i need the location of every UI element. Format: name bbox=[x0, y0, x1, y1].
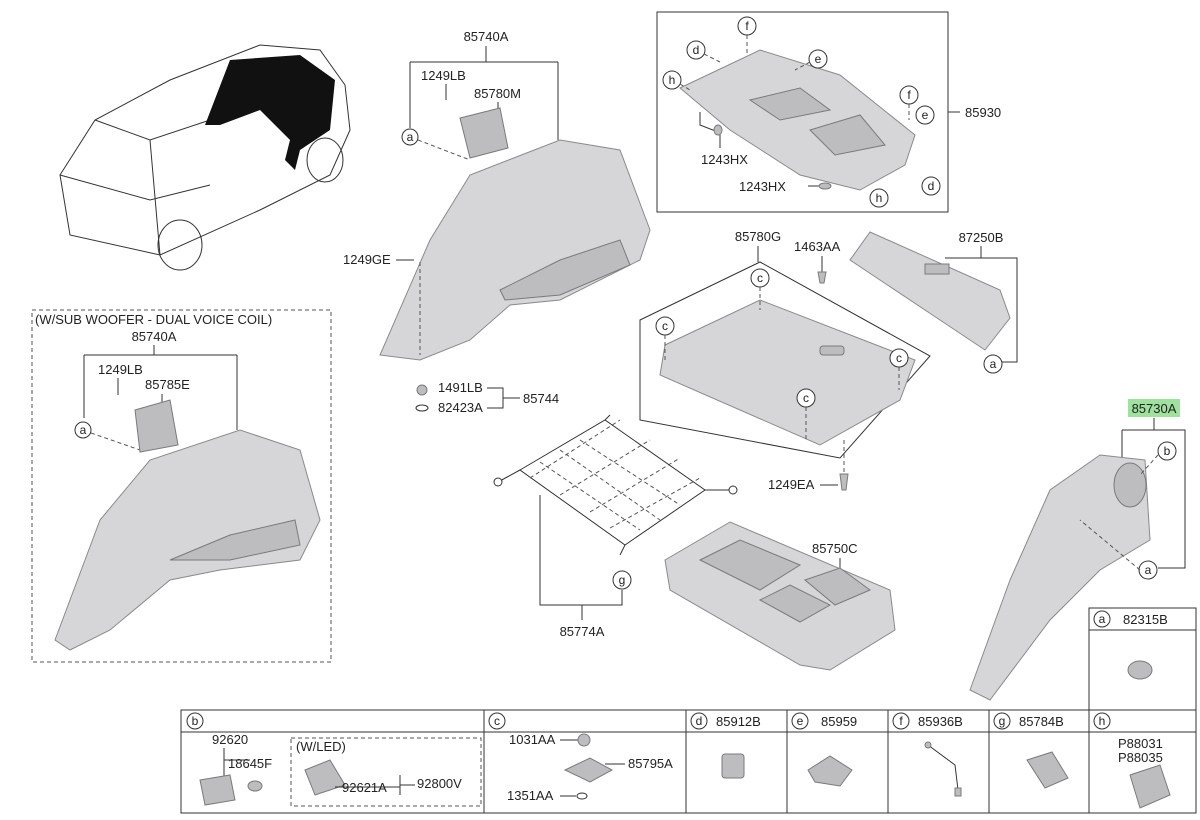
svg-text:h: h bbox=[669, 73, 676, 87]
label-P88035: P88035 bbox=[1118, 750, 1163, 765]
wled-box bbox=[290, 737, 482, 807]
svg-text:g: g bbox=[619, 573, 626, 587]
svg-text:c: c bbox=[803, 391, 809, 405]
svg-text:c: c bbox=[896, 351, 902, 365]
label-85936B: 85936B bbox=[918, 714, 963, 729]
svg-text:e: e bbox=[797, 714, 804, 728]
label-85730A: 85730A bbox=[1132, 401, 1177, 416]
bottom-table: b 92620 18645F (W/LED) 92621A 92800V c 1… bbox=[180, 709, 1197, 814]
label-85750C: 85750C bbox=[812, 541, 858, 556]
assembly-85780G: 85780G c c c c 1249EA bbox=[639, 229, 931, 492]
clip-85795A bbox=[563, 757, 614, 783]
label-85795A: 85795A bbox=[628, 756, 673, 771]
lamp-92620 bbox=[199, 774, 236, 806]
transverse-trim-87250B bbox=[849, 231, 1011, 351]
inset-title: (W/SUB WOOFER - DUAL VOICE COIL) bbox=[35, 312, 272, 327]
svg-text:a: a bbox=[80, 423, 87, 437]
label-1031AA: 1031AA bbox=[509, 732, 556, 747]
assembly-85740A: 85740A 1249LB 85780M a 1249GE 1491LB 824… bbox=[343, 29, 651, 415]
label-1463AA: 1463AA bbox=[794, 239, 841, 254]
label-92800V: 92800V bbox=[417, 776, 462, 791]
cap-85912B bbox=[721, 753, 745, 779]
label-85784B: 85784B bbox=[1019, 714, 1064, 729]
cover-P88031 bbox=[1129, 764, 1171, 809]
svg-text:f: f bbox=[899, 714, 903, 728]
subwoofer-inset: (W/SUB WOOFER - DUAL VOICE COIL) 85740A … bbox=[31, 309, 332, 663]
assembly-85930: 85930 f d e h f e d h 1243HX 1243HX bbox=[656, 11, 1001, 213]
label-1351AA: 1351AA bbox=[507, 788, 554, 803]
hook-85959 bbox=[807, 755, 853, 787]
label-85930: 85930 bbox=[965, 105, 1001, 120]
highlight-85730A bbox=[1128, 399, 1180, 417]
label-85912B: 85912B bbox=[716, 714, 761, 729]
svg-text:a: a bbox=[1099, 612, 1106, 626]
svg-text:g: g bbox=[999, 714, 1006, 728]
svg-text:e: e bbox=[815, 52, 822, 66]
label-92620: 92620 bbox=[212, 732, 248, 747]
label-92621A: 92621A bbox=[342, 780, 387, 795]
label-85744: 85744 bbox=[523, 391, 559, 406]
label-1249GE: 1249GE bbox=[343, 252, 391, 267]
label-1243HX-bottom: 1243HX bbox=[739, 179, 786, 194]
label-1243HX-top: 1243HX bbox=[701, 152, 748, 167]
inset-box-subwoofer bbox=[31, 309, 332, 663]
assembly-85750C: 85750C bbox=[664, 521, 896, 671]
clip-82315B bbox=[1127, 660, 1153, 680]
label-85959: 85959 bbox=[821, 714, 857, 729]
label-18645F: 18645F bbox=[228, 756, 272, 771]
label-P88031: P88031 bbox=[1118, 736, 1163, 751]
assembly-87250B: 1463AA 87250B a bbox=[794, 230, 1018, 374]
label-85774A: 85774A bbox=[560, 624, 605, 639]
label-85780M: 85780M bbox=[474, 86, 521, 101]
label-85780G: 85780G bbox=[735, 229, 781, 244]
svg-text:a: a bbox=[1145, 563, 1152, 577]
bracket-85780M bbox=[459, 107, 509, 159]
svg-text:d: d bbox=[928, 179, 935, 193]
inset-label-85785E: 85785E bbox=[145, 377, 190, 392]
label-82423A: 82423A bbox=[438, 400, 483, 415]
svg-text:d: d bbox=[693, 43, 700, 57]
svg-text:h: h bbox=[1099, 714, 1106, 728]
inset-label-1249LB: 1249LB bbox=[98, 362, 143, 377]
ref-circle-a bbox=[401, 128, 419, 146]
luggage-board-85780G bbox=[659, 299, 916, 446]
svg-text:f: f bbox=[907, 88, 911, 102]
svg-text:e: e bbox=[922, 108, 929, 122]
quarter-trim-85740A bbox=[379, 139, 651, 361]
svg-text:b: b bbox=[192, 714, 199, 728]
assembly-85774A: g 85774A bbox=[493, 414, 738, 639]
svg-text:f: f bbox=[745, 19, 749, 33]
label-wled: (W/LED) bbox=[296, 739, 346, 754]
inset-label-85740A: 85740A bbox=[132, 329, 177, 344]
vehicle-illustration bbox=[59, 44, 351, 271]
svg-text:b: b bbox=[1164, 444, 1171, 458]
label-1249LB: 1249LB bbox=[421, 68, 466, 83]
assembly-85730A: 85730A b a bbox=[969, 399, 1186, 701]
svg-text:c: c bbox=[494, 714, 500, 728]
inset-quarter-trim bbox=[54, 429, 321, 651]
svg-text:a: a bbox=[407, 130, 414, 144]
inset-bracket-85785E bbox=[134, 399, 179, 453]
label-85740A: 85740A bbox=[464, 29, 509, 44]
label-82315B: 82315B bbox=[1123, 612, 1168, 627]
label-1249EA: 1249EA bbox=[768, 477, 815, 492]
label-1491LB: 1491LB bbox=[438, 380, 483, 395]
svg-text:d: d bbox=[696, 714, 703, 728]
hook-85784B bbox=[1026, 751, 1069, 789]
svg-text:c: c bbox=[662, 319, 668, 333]
quarter-trim-85730A bbox=[969, 454, 1151, 701]
package-tray-85930 bbox=[679, 49, 916, 191]
svg-text:a: a bbox=[990, 357, 997, 371]
svg-text:c: c bbox=[757, 271, 763, 285]
label-87250B: 87250B bbox=[959, 230, 1004, 245]
svg-text:h: h bbox=[876, 191, 883, 205]
